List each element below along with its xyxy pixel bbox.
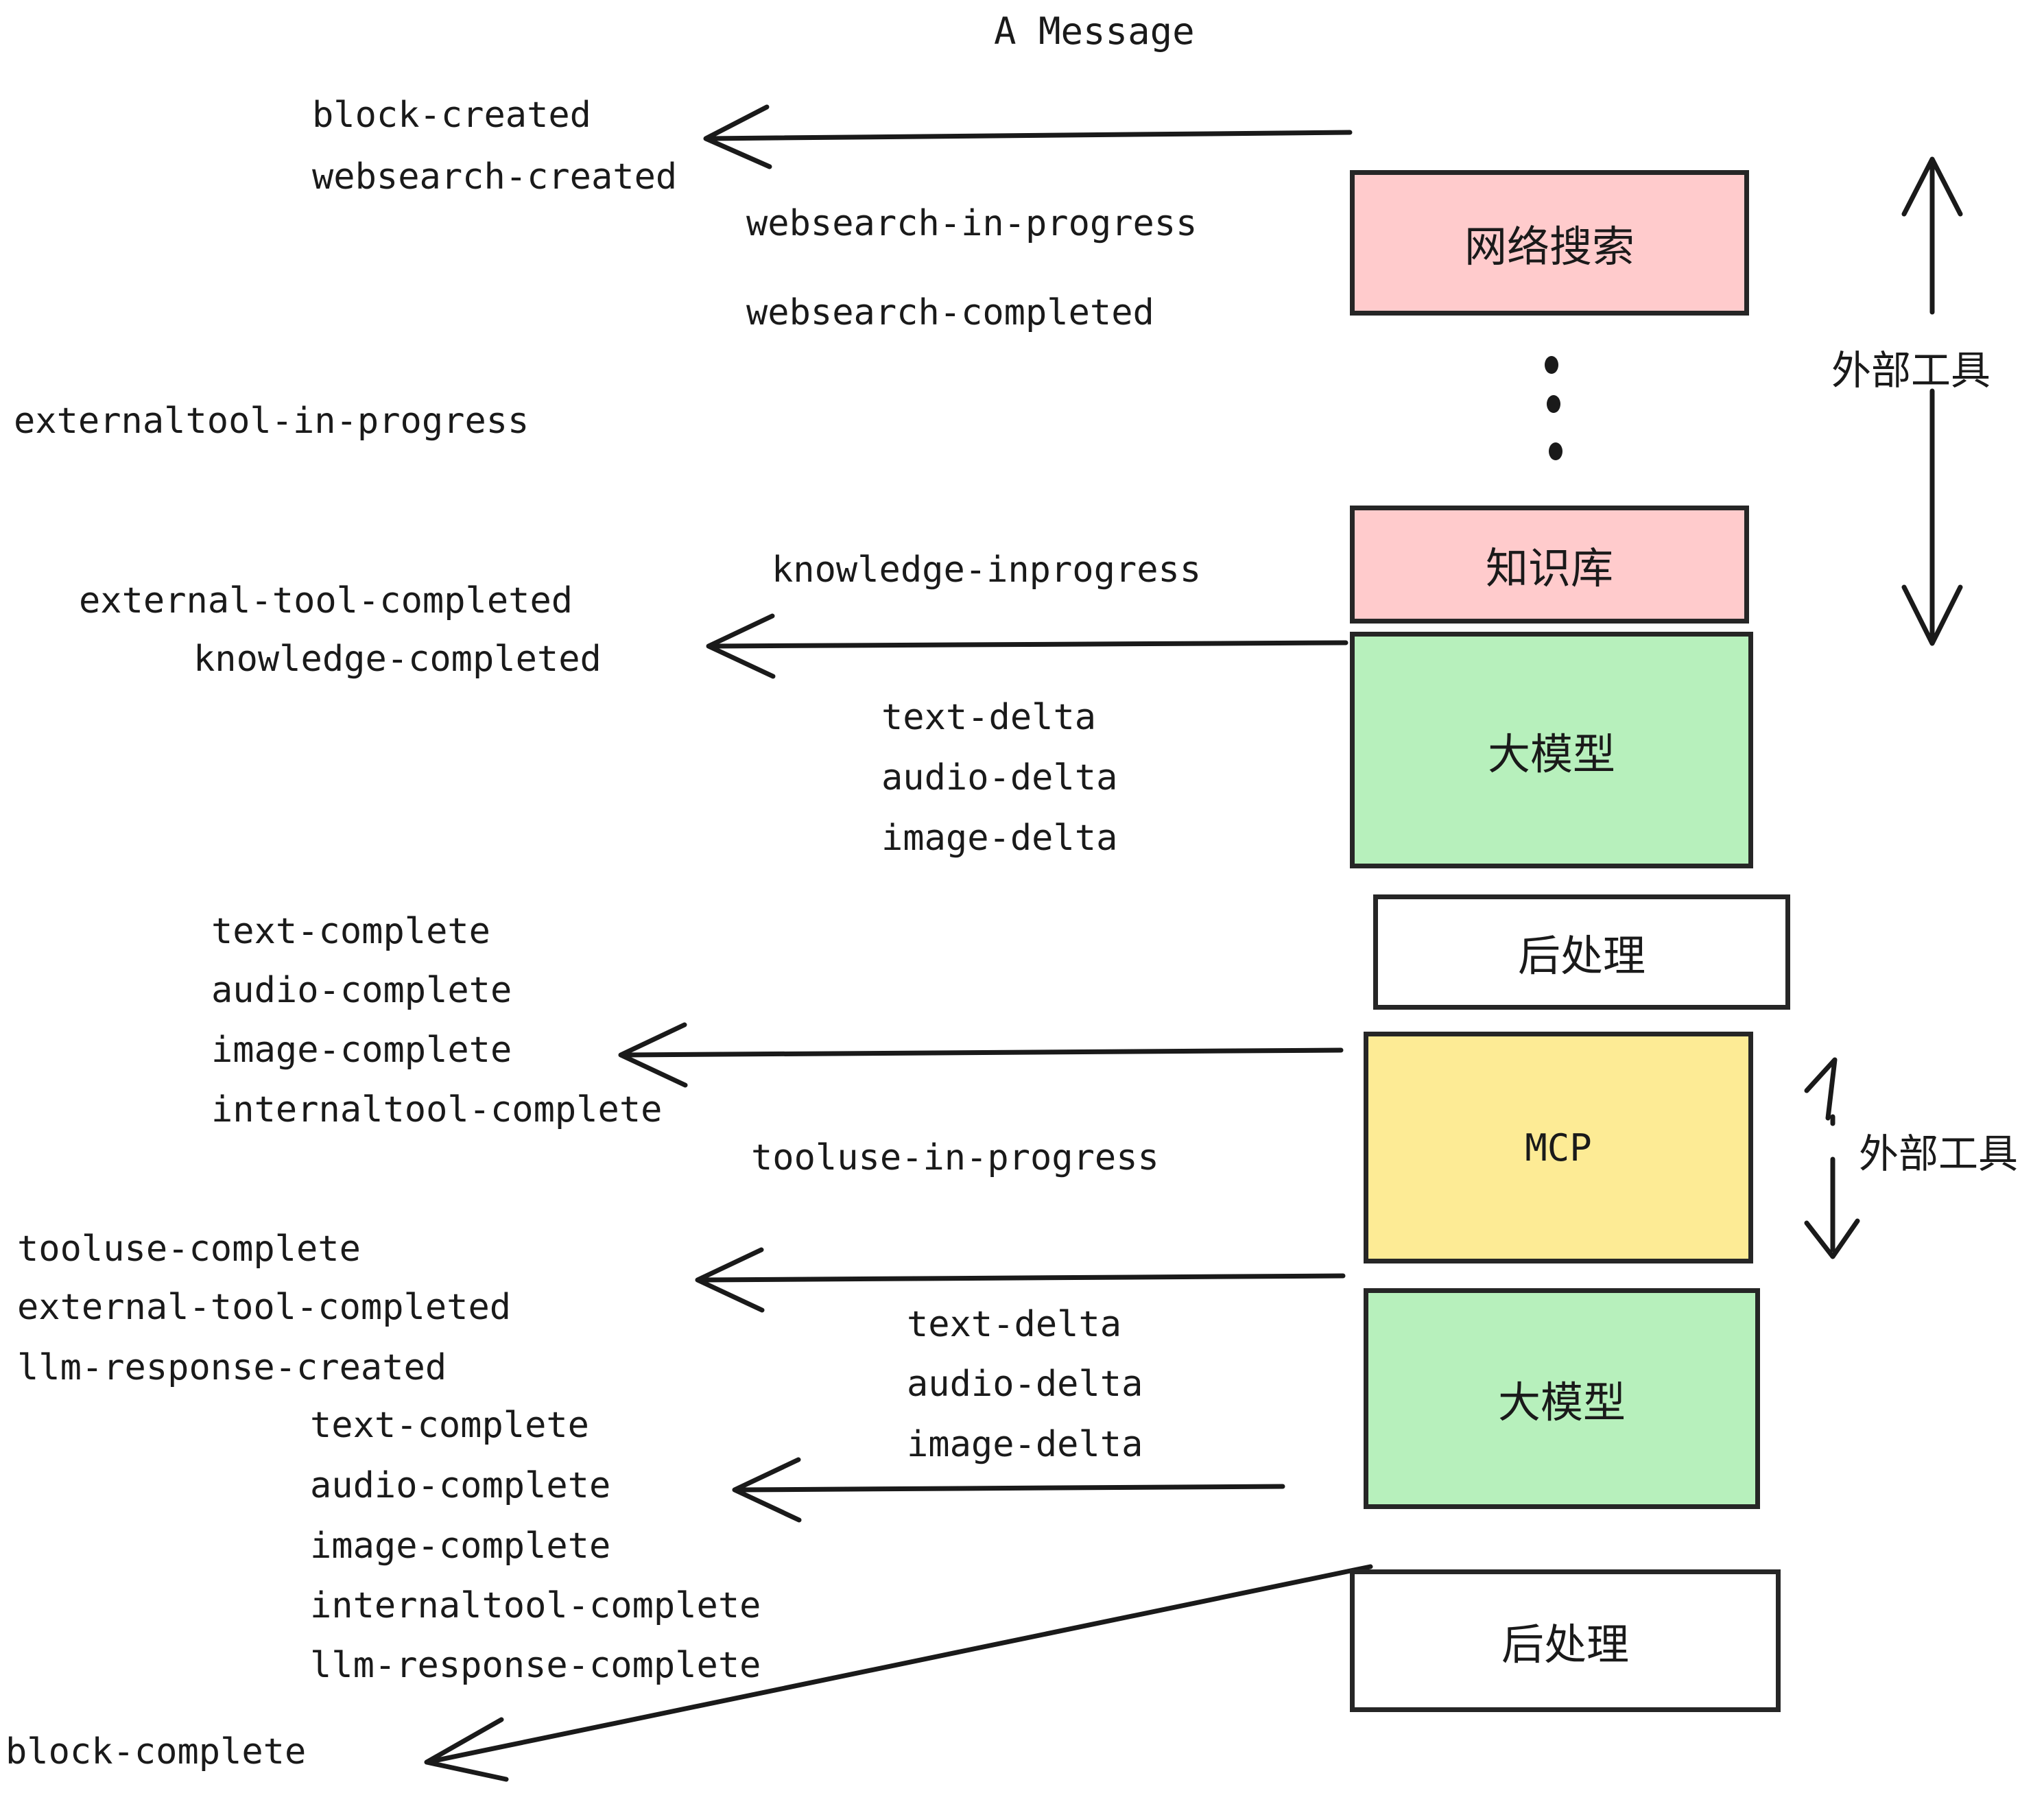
event-audio-complete-1: audio-complete — [211, 970, 512, 1011]
node-llm-bottom-label: 大模型 — [1497, 1377, 1626, 1427]
event-image-complete-2: image-complete — [310, 1526, 611, 1567]
node-mcp[interactable]: MCP — [1364, 1032, 1753, 1263]
event-text-complete-2: text-complete — [310, 1405, 589, 1446]
event-llm-response-complete: llm-response-complete — [310, 1645, 761, 1686]
node-websearch[interactable]: 网络搜索 — [1350, 170, 1749, 316]
event-image-complete-1: image-complete — [211, 1030, 512, 1071]
event-websearch-in-progress: websearch-in-progress — [746, 203, 1198, 244]
event-knowledge-inprogress: knowledge-inprogress — [772, 549, 1202, 591]
node-websearch-label: 网络搜索 — [1464, 222, 1635, 272]
node-knowledge[interactable]: 知识库 — [1350, 506, 1749, 624]
event-externaltool-in-progress: externaltool-in-progress — [14, 401, 530, 442]
external-tools-label-top: 外部工具 — [1831, 347, 1991, 394]
event-block-complete: block-complete — [5, 1731, 307, 1772]
event-llm-response-created: llm-response-created — [17, 1347, 447, 1388]
event-external-tool-completed-1: external-tool-completed — [79, 580, 573, 621]
event-internaltool-complete-1: internaltool-complete — [211, 1089, 663, 1130]
event-block-created: block-created — [312, 95, 591, 136]
event-internaltool-complete-2: internaltool-complete — [310, 1585, 761, 1626]
event-image-delta-2: image-delta — [907, 1424, 1143, 1465]
event-tooluse-in-progress: tooluse-in-progress — [751, 1137, 1159, 1178]
event-text-delta-2: text-delta — [907, 1304, 1122, 1345]
ellipsis-dot-1 — [1545, 356, 1558, 374]
event-websearch-created: websearch-created — [312, 156, 678, 198]
event-external-tool-completed-2: external-tool-completed — [17, 1287, 512, 1328]
node-postprocess-bottom[interactable]: 后处理 — [1350, 1569, 1781, 1712]
node-llm-top-label: 大模型 — [1487, 728, 1615, 779]
event-audio-delta-2: audio-delta — [907, 1364, 1143, 1405]
ellipsis-dot-3 — [1549, 442, 1562, 460]
node-postprocess-top[interactable]: 后处理 — [1373, 894, 1790, 1010]
event-tooluse-complete: tooluse-complete — [17, 1229, 361, 1270]
external-tools-label-bottom: 外部工具 — [1859, 1130, 2019, 1177]
node-postprocess-top-label: 后处理 — [1517, 931, 1645, 981]
event-image-delta-1: image-delta — [881, 818, 1118, 859]
node-llm-top[interactable]: 大模型 — [1350, 632, 1753, 868]
page-title: A Message — [994, 10, 1195, 53]
event-text-complete-1: text-complete — [211, 911, 490, 952]
ellipsis-dot-2 — [1547, 395, 1560, 413]
node-llm-bottom[interactable]: 大模型 — [1364, 1288, 1760, 1509]
event-audio-delta-1: audio-delta — [881, 757, 1118, 798]
node-mcp-label: MCP — [1525, 1126, 1592, 1170]
event-websearch-completed: websearch-completed — [746, 292, 1154, 333]
node-knowledge-label: 知识库 — [1485, 543, 1613, 593]
event-knowledge-completed: knowledge-completed — [193, 639, 602, 680]
node-postprocess-bottom-label: 后处理 — [1501, 1619, 1629, 1670]
event-audio-complete-2: audio-complete — [310, 1465, 611, 1506]
event-text-delta-1: text-delta — [881, 697, 1097, 738]
